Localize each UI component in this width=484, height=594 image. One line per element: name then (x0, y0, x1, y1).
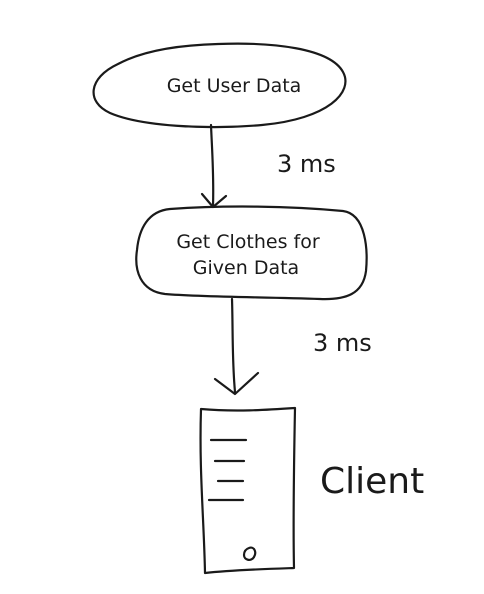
node-client-label: Client (320, 461, 424, 502)
phone-body (199, 406, 297, 575)
node-get-clothes-shape (135, 205, 368, 301)
edge-clothes-to-client: 3 ms (213, 297, 372, 396)
node-get-clothes: Get Clothes for Given Data (135, 205, 368, 301)
edge-2-arrowhead-icon (213, 371, 260, 396)
node-get-clothes-label-line1: Get Clothes for (176, 231, 320, 253)
edge-user-data-to-clothes: 3 ms (200, 123, 336, 209)
edge-1-line (209, 123, 215, 208)
phone-icon (199, 406, 297, 575)
node-get-user-data-shape (92, 42, 347, 129)
edge-1-label: 3 ms (277, 150, 336, 178)
node-get-user-data: Get User Data (92, 42, 347, 129)
node-client: Client (199, 406, 424, 575)
node-get-user-data-label: Get User Data (167, 75, 302, 97)
edge-2-label: 3 ms (313, 329, 372, 357)
node-get-clothes-label-line2: Given Data (193, 257, 299, 279)
phone-home-button (242, 546, 257, 561)
edge-2-line (230, 297, 237, 394)
